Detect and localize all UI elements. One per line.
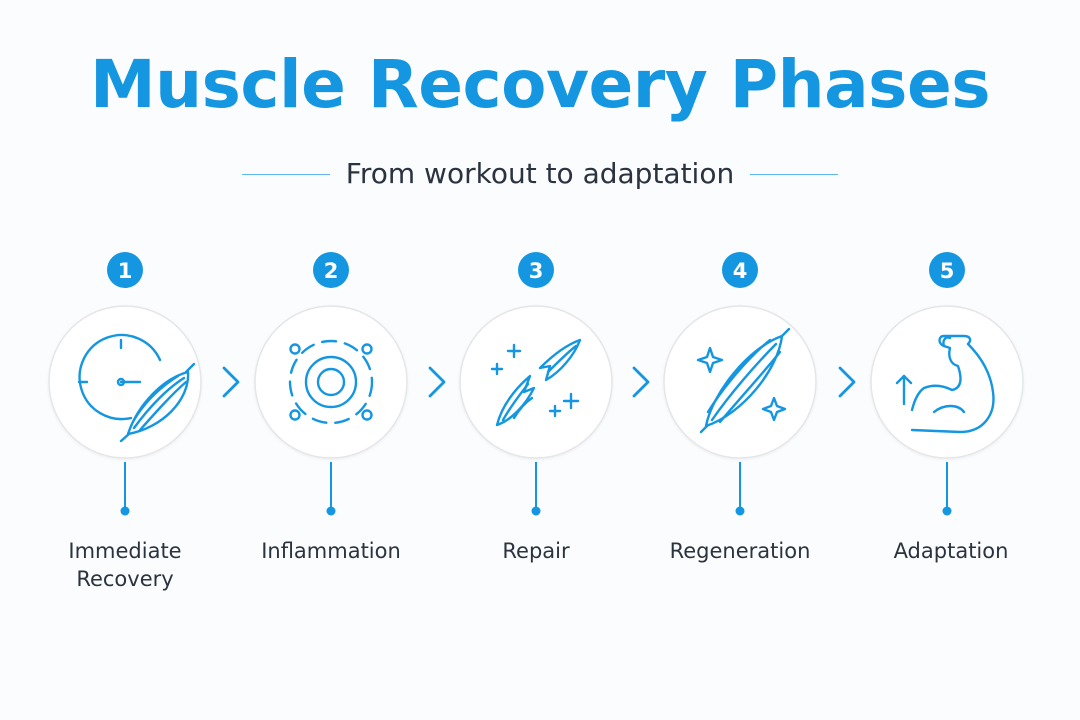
stopwatch-muscle-icon	[77, 333, 196, 443]
torn-muscle-sparkle-icon	[490, 338, 582, 427]
phase-label-5: Adaptation	[861, 537, 1041, 565]
phase-label-4: Regeneration	[650, 537, 830, 565]
connector-dot	[120, 506, 130, 516]
phase-3: 3	[459, 252, 613, 516]
phase-2: 2	[254, 252, 408, 516]
connector-dot	[942, 506, 952, 516]
phase-1: 1	[48, 252, 202, 516]
connector-dot	[531, 506, 541, 516]
chevron-right-icon	[838, 366, 856, 398]
phase-5: 5	[870, 252, 1024, 516]
inflammation-rings-icon	[288, 339, 374, 425]
phase-label-line: Adaptation	[893, 539, 1009, 563]
page-subtitle: From workout to adaptation	[345, 157, 735, 190]
phase-label-line: Regeneration	[669, 539, 811, 563]
step-number: 5	[940, 259, 955, 283]
step-badge	[518, 252, 554, 288]
step-number: 1	[118, 259, 133, 283]
phase-label-3: Repair	[446, 537, 626, 565]
subtitle-divider-left	[241, 173, 330, 175]
connector-dot	[326, 506, 336, 516]
flexed-bicep-icon	[895, 334, 995, 434]
phase-label-line: Immediate	[68, 539, 182, 563]
step-badge	[107, 252, 143, 288]
connector-dot	[735, 506, 745, 516]
step-badge	[929, 252, 965, 288]
phase-label-1: Immediate Recovery	[35, 537, 215, 593]
phase-label-line: Inflammation	[261, 539, 401, 563]
step-badge	[722, 252, 758, 288]
subtitle-divider-right	[750, 173, 839, 175]
phase-label-line: Recovery	[76, 567, 174, 591]
step-number: 4	[733, 259, 748, 283]
phase-circle	[459, 305, 613, 459]
step-badge	[313, 252, 349, 288]
chevron-right-icon	[428, 366, 446, 398]
subtitle-row: From workout to adaptation	[0, 156, 1080, 192]
phase-circle	[254, 305, 408, 459]
muscle-fiber-sparkle-icon	[696, 327, 791, 434]
chevron-right-icon	[222, 366, 240, 398]
chevron-right-icon	[632, 366, 650, 398]
page-title: Muscle Recovery Phases	[89, 46, 991, 123]
phase-4: 4	[663, 252, 817, 516]
step-number: 3	[529, 259, 544, 283]
step-number: 2	[324, 259, 339, 283]
phase-circle	[870, 305, 1024, 459]
phase-label-2: Inflammation	[241, 537, 421, 565]
phase-label-line: Repair	[502, 539, 570, 563]
